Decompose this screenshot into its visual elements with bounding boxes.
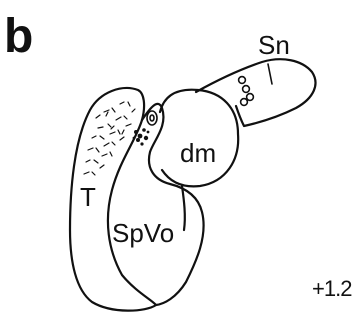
fiber-stipple	[84, 102, 135, 175]
panel-letter: b	[4, 10, 33, 63]
spvo-connector	[182, 186, 185, 230]
label-sn: Sn	[258, 30, 290, 60]
section-level: +1.2	[312, 276, 352, 301]
label-t: T	[80, 182, 96, 212]
sn-cell-circle	[241, 99, 248, 106]
label-dm: dm	[180, 138, 216, 168]
sn-cell-circle	[247, 94, 254, 101]
sn-cell-circles	[239, 77, 254, 106]
spvo-outline	[142, 104, 204, 305]
oval-marker	[147, 111, 157, 125]
sn-cell-circle	[239, 77, 246, 84]
label-spvo: SpVo	[112, 218, 174, 248]
oval-marker-inner	[150, 115, 154, 121]
sn-cell-circle	[243, 86, 250, 93]
sn-pointer	[268, 64, 272, 84]
